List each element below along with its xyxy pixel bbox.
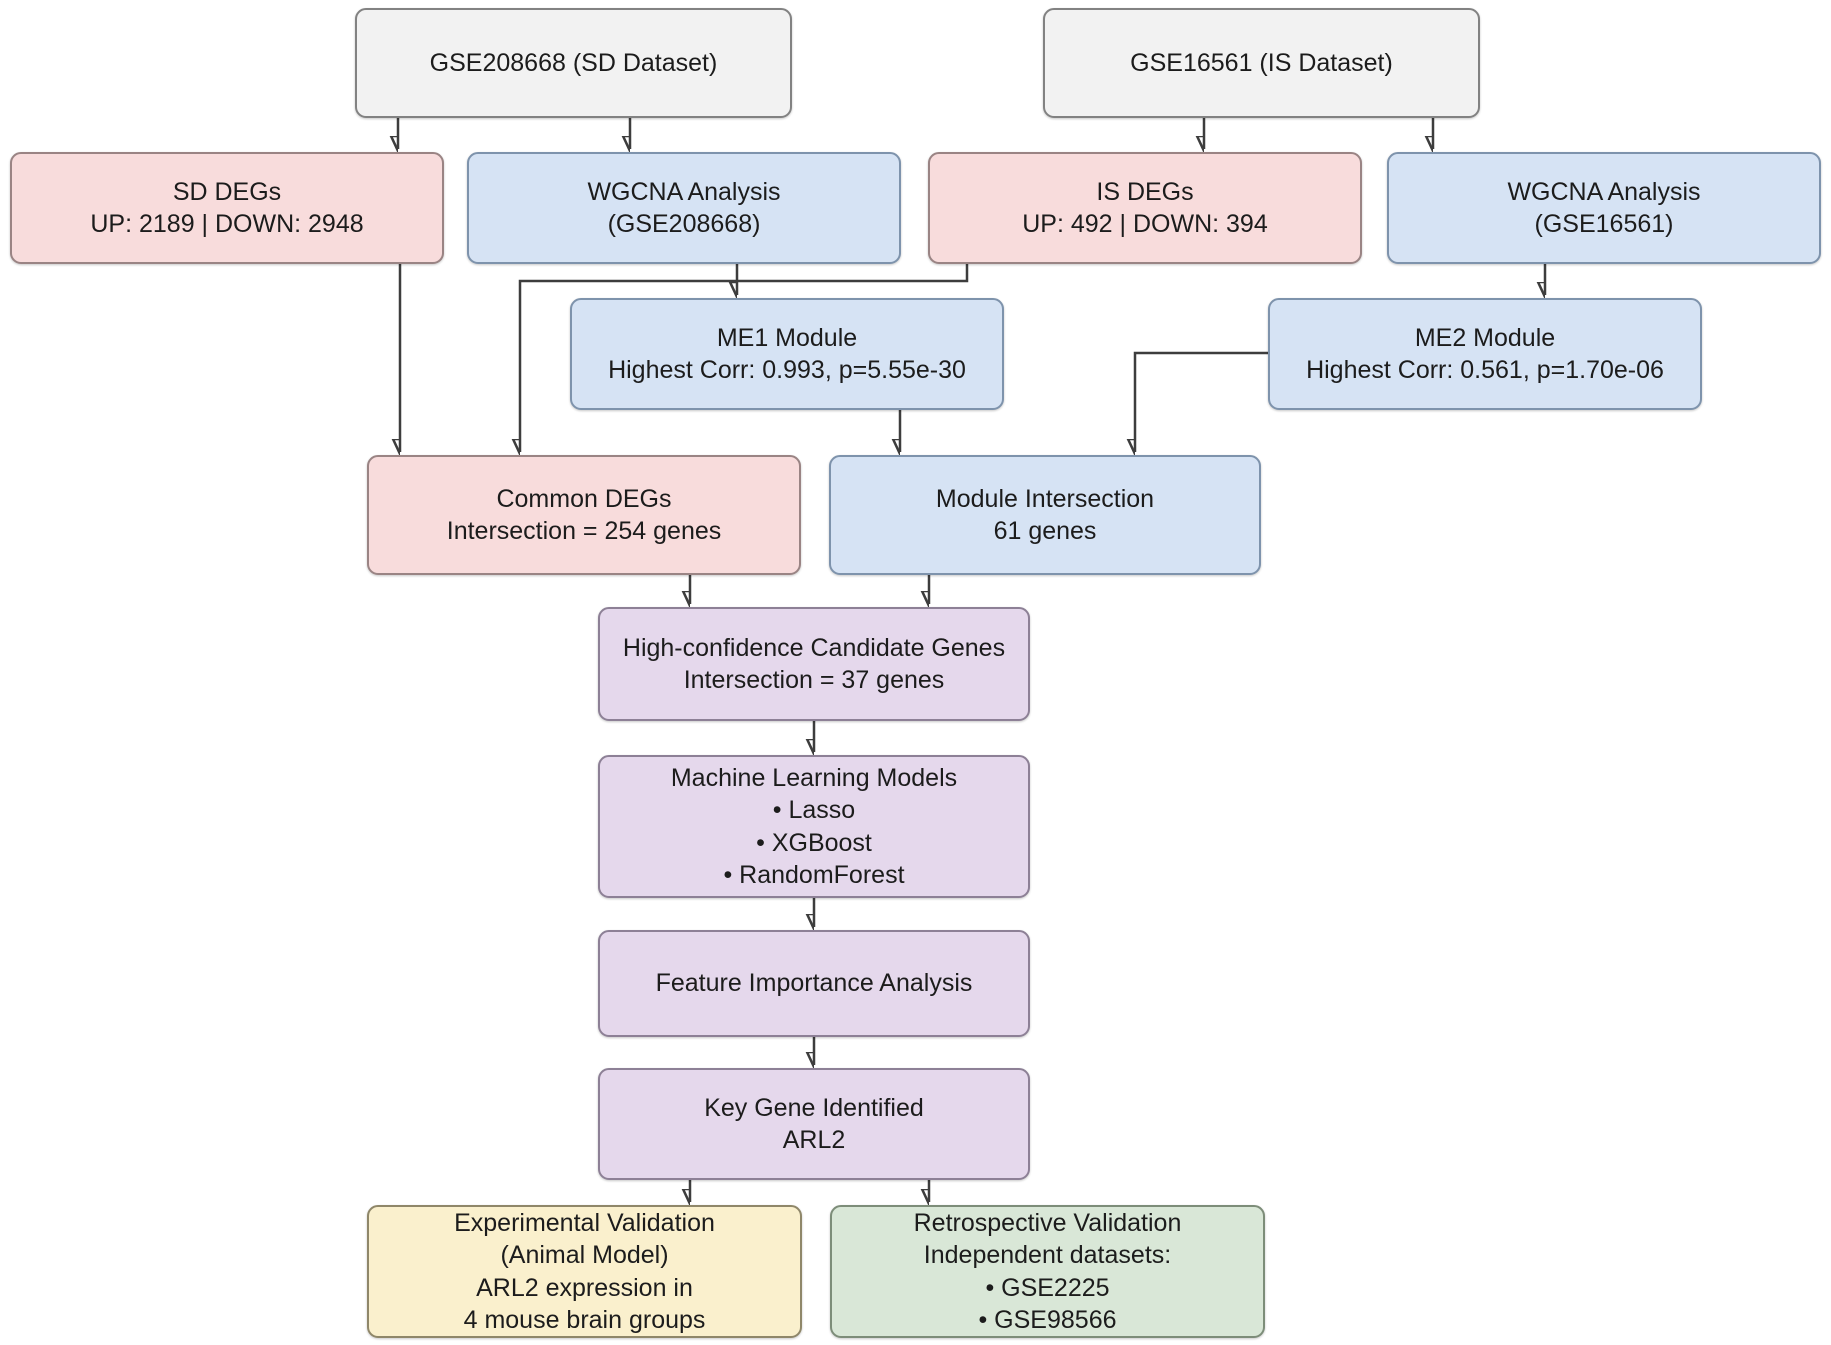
node-module-intersection: Module Intersection 61 genes xyxy=(829,455,1261,575)
node-me1-module: ME1 Module Highest Corr: 0.993, p=5.55e-… xyxy=(570,298,1004,410)
node-line: • Lasso xyxy=(772,796,856,824)
node-line: UP: 2189 | DOWN: 2948 xyxy=(90,210,364,238)
node-line: Machine Learning Models xyxy=(670,763,958,792)
node-line: 4 mouse brain groups xyxy=(463,1306,706,1334)
node-retrospective-validation: Retrospective Validation Independent dat… xyxy=(830,1205,1265,1338)
node-line: Intersection = 37 genes xyxy=(683,666,945,694)
node-line: GSE208668 (SD Dataset) xyxy=(429,48,718,77)
node-line: • GSE98566 xyxy=(978,1306,1117,1334)
node-line: ARL2 xyxy=(782,1126,846,1154)
node-gse16561-is-dataset: GSE16561 (IS Dataset) xyxy=(1043,8,1480,118)
connector-me2-to-module-intersection xyxy=(1135,351,1268,452)
node-line: (Animal Model) xyxy=(500,1241,669,1269)
node-line: Intersection = 254 genes xyxy=(446,517,722,545)
node-line: ARL2 expression in xyxy=(476,1273,693,1302)
node-line: UP: 492 | DOWN: 394 xyxy=(1022,210,1268,238)
node-high-confidence-candidate-genes: High-confidence Candidate Genes Intersec… xyxy=(598,607,1030,721)
node-line: Retrospective Validation xyxy=(913,1208,1182,1237)
node-line: Experimental Validation xyxy=(454,1208,715,1237)
node-machine-learning-models: Machine Learning Models • Lasso • XGBoos… xyxy=(598,755,1030,898)
node-line: Module Intersection xyxy=(935,484,1155,513)
node-line: High-confidence Candidate Genes xyxy=(622,633,1006,662)
node-line: ME1 Module xyxy=(716,323,858,352)
node-line: Highest Corr: 0.561, p=1.70e-06 xyxy=(1306,356,1664,384)
node-line: ME2 Module xyxy=(1414,323,1556,352)
node-line: SD DEGs xyxy=(172,177,282,206)
node-line: IS DEGs xyxy=(1096,177,1194,206)
node-wgcna-analysis-gse208668: WGCNA Analysis (GSE208668) xyxy=(467,152,901,264)
node-line: Key Gene Identified xyxy=(704,1093,924,1122)
node-me2-module: ME2 Module Highest Corr: 0.561, p=1.70e-… xyxy=(1268,298,1702,410)
node-line: WGCNA Analysis xyxy=(587,177,781,206)
node-experimental-validation: Experimental Validation (Animal Model) A… xyxy=(367,1205,802,1338)
node-line: • XGBoost xyxy=(756,828,872,857)
node-feature-importance-analysis: Feature Importance Analysis xyxy=(598,930,1030,1037)
node-line: Common DEGs xyxy=(496,484,672,513)
node-wgcna-analysis-gse16561: WGCNA Analysis (GSE16561) xyxy=(1387,152,1821,264)
node-line: (GSE208668) xyxy=(607,210,761,238)
node-common-degs: Common DEGs Intersection = 254 genes xyxy=(367,455,801,575)
node-line: • GSE2225 xyxy=(985,1273,1110,1302)
node-sd-degs: SD DEGs UP: 2189 | DOWN: 2948 xyxy=(10,152,444,264)
node-line: GSE16561 (IS Dataset) xyxy=(1130,48,1393,77)
node-key-gene-identified: Key Gene Identified ARL2 xyxy=(598,1068,1030,1180)
node-line: 61 genes xyxy=(993,517,1097,545)
node-gse208668-sd-dataset: GSE208668 (SD Dataset) xyxy=(355,8,792,118)
node-line: Highest Corr: 0.993, p=5.55e-30 xyxy=(608,356,966,384)
node-line: (GSE16561) xyxy=(1534,210,1674,238)
node-line: Independent datasets: xyxy=(923,1241,1172,1269)
node-line: WGCNA Analysis xyxy=(1507,177,1701,206)
node-line: • RandomForest xyxy=(723,861,905,889)
node-line: Feature Importance Analysis xyxy=(655,969,973,998)
node-is-degs: IS DEGs UP: 492 | DOWN: 394 xyxy=(928,152,1362,264)
